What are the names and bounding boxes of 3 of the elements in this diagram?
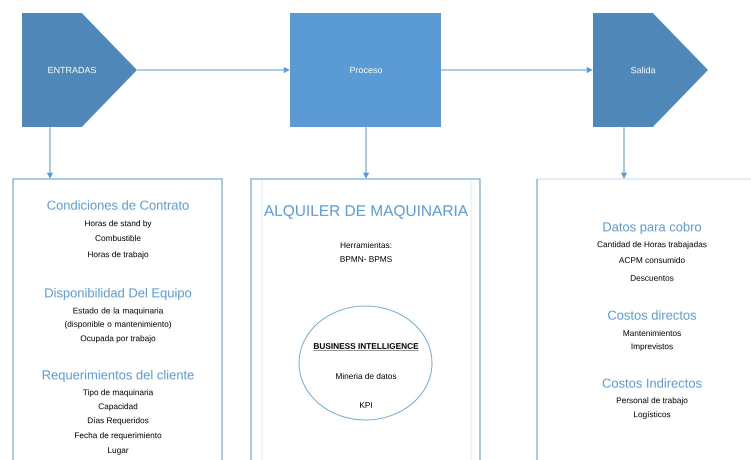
text-panel: Datos para cobro Cantidad de Horas trabajadas ACPM consumido Descuentos Costos directos Mantenimientos Imprevistos Costos Indirectos Personal de trabajo Logísticos <box>536 178 751 460</box>
process-box: Proceso <box>290 13 441 127</box>
text-panel: Condiciones de Contrato Horas de stand by Combustible Horas de trabajo Disponibilidad Del Equipo Estado de la maquinaria (disponible o mantenimiento) Ocupada por trabajo Requerimientos del cliente Tipo de maquinaria Capacidad Días Requeridos Fecha de requerimiento Lugar <box>12 178 222 460</box>
